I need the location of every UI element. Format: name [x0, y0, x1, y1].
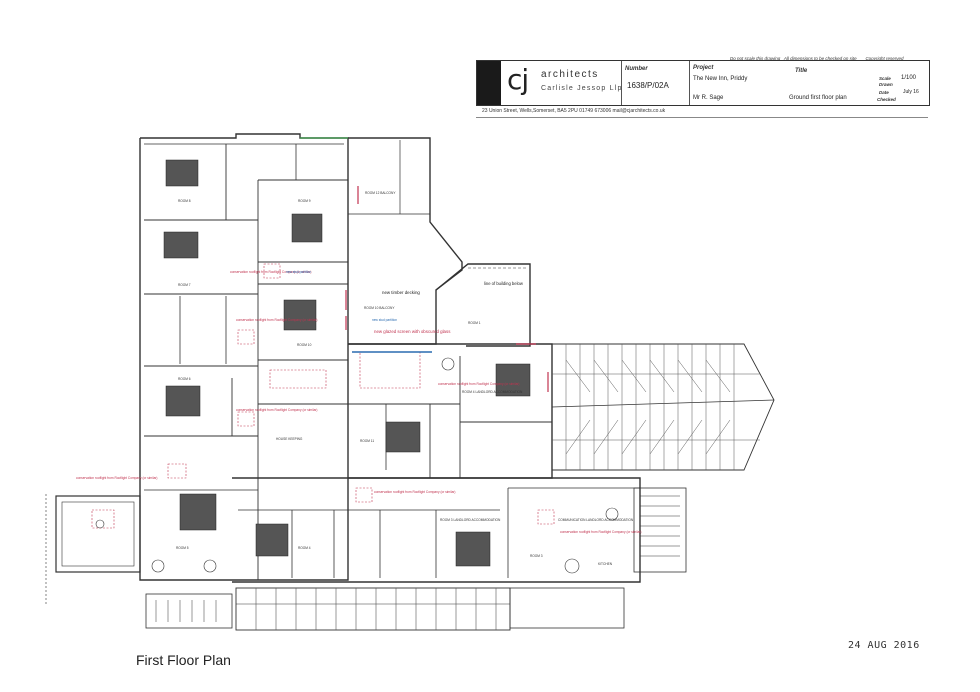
bed [495, 363, 531, 397]
bed [283, 299, 317, 331]
plan-title: First Floor Plan [136, 652, 231, 668]
logo-firm: Carlisle Jessop Llp [541, 85, 623, 92]
project-name: The New Inn, Priddy [693, 76, 748, 82]
room-label: ROOM 10 BALCONY [364, 306, 395, 310]
rooflight-note: conservation rooflight from Rooflight Co… [236, 318, 318, 322]
room-label: ROOM 4 LANDLORD ACCOMMODATION [462, 390, 523, 394]
scale-value: 1/100 [901, 75, 917, 81]
address-line: 23 Union Street, Wells,Somerset, BA5 2PU… [482, 108, 666, 114]
room-label: ROOM 9 [298, 199, 311, 203]
checked-label: Checked [877, 97, 896, 102]
glazed-screen-label: new glazed screen with obscured glass [374, 329, 451, 334]
title-label: Title [795, 68, 808, 74]
projecting-room-outline [435, 263, 531, 347]
bed [165, 385, 201, 417]
room-label: ROOM 5 [176, 546, 189, 550]
balcony-outline [348, 137, 463, 345]
date-value: July 16 [903, 89, 919, 95]
drawing-number: 1638/P/02A [627, 81, 669, 90]
note-do-not-scale: Do not scale this drawing [730, 56, 781, 61]
decking-label: new timber decking [382, 290, 420, 295]
room-label: ROOM 10 [297, 343, 312, 347]
rooflight-note: conservation rooflight from Rooflight Co… [236, 408, 318, 412]
number-label: Number [625, 66, 648, 72]
rooflight-note: conservation rooflight from Rooflight Co… [560, 530, 642, 534]
room-label: HOUSE KEEPING [276, 437, 303, 441]
roof-outline [551, 343, 775, 471]
divider [621, 61, 622, 105]
bed [255, 523, 289, 557]
rooflight-note: conservation rooflight from Rooflight Co… [76, 476, 158, 480]
divider [689, 61, 690, 105]
bed [163, 231, 199, 259]
rooflight-note: conservation rooflight from Rooflight Co… [374, 490, 456, 494]
drawing-title: Ground first floor plan [789, 95, 847, 101]
note-check-site: All dimensions to be checked on site [783, 56, 857, 61]
title-block: cj architects Carlisle Jessop Llp Number… [476, 60, 930, 106]
left-wing-outline [139, 133, 349, 581]
bed [179, 493, 217, 531]
south-block-outline [232, 477, 641, 583]
room-label: ROOM 3 [530, 554, 543, 558]
date-label: Date [879, 90, 889, 95]
room-label: KITCHEN [598, 562, 612, 566]
rooflight-note: conservation rooflight from Rooflight Co… [230, 270, 312, 274]
room-label: ROOM 12 BALCONY [365, 191, 396, 195]
project-label: Project [693, 65, 714, 71]
rooflight-note: conservation rooflight from Rooflight Co… [438, 382, 520, 386]
drawing-notes: Do not scale this drawing All dimensions… [730, 56, 903, 61]
line-of-building-label: line of building below [484, 281, 523, 286]
date-stamp: 24 AUG 2016 [848, 640, 920, 651]
partition-note: new stud partition [286, 270, 311, 274]
logo-mark: cj [507, 63, 529, 96]
room-label: ROOM 1 [468, 321, 481, 325]
client-name: Mr R. Sage [693, 95, 724, 101]
logo-bar [477, 61, 501, 105]
address-rule [476, 117, 928, 118]
room-label: ROOM 11 [360, 439, 375, 443]
room-label: ROOM 6 [178, 377, 191, 381]
bed [455, 531, 491, 567]
room-label: ROOM 7 [178, 283, 191, 287]
bed [291, 213, 323, 243]
west-annex [55, 495, 141, 573]
drawn-label: Drawn [879, 82, 893, 87]
room-label: ROOM 3 LANDLORD ACCOMMODATION [440, 518, 501, 522]
bed [385, 421, 421, 453]
room-label: ROOM 4 [298, 546, 311, 550]
note-copyright: Copyright reserved [865, 56, 904, 61]
scale-label: Scale [879, 76, 891, 81]
partition-note: new stud partition [372, 318, 397, 322]
room-label: COMMUNICATION LANDLORD ACCOMMODATION [558, 518, 634, 522]
logo-name: architects [541, 69, 599, 80]
bed [165, 159, 199, 187]
room-label: ROOM 8 [178, 199, 191, 203]
